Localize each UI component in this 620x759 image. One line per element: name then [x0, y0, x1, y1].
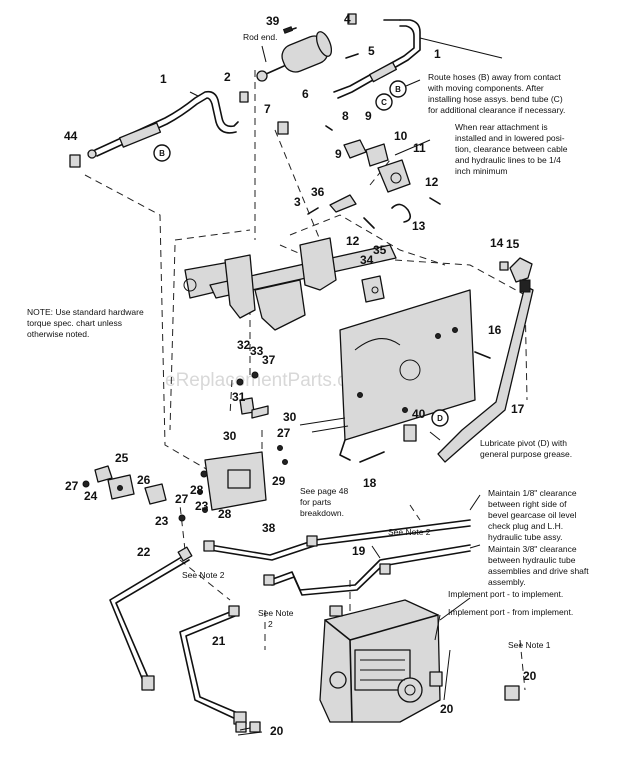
part-number: 27	[277, 426, 291, 440]
part-number: 12	[346, 234, 360, 248]
part-number: 15	[506, 237, 520, 251]
note-see-note-2-c: See Note 2	[258, 608, 296, 629]
part-number: 31	[232, 390, 246, 404]
hydraulic-tube-38	[203, 519, 471, 561]
part-number: 20	[440, 702, 454, 716]
part-number: 1	[160, 72, 167, 86]
part-number: 34	[360, 253, 374, 267]
leader-lines	[189, 37, 503, 736]
part-number: 33	[250, 344, 264, 358]
note-hardware-torque: NOTE: Use standard hardware torque spec.…	[27, 307, 146, 339]
watermark: eReplacementParts.com	[165, 370, 373, 391]
control-valve	[178, 371, 288, 522]
part-number: 3	[294, 195, 301, 209]
part-number: 14	[490, 236, 504, 250]
part-number: 11	[413, 141, 426, 155]
part-number: 13	[412, 219, 426, 233]
part-number: 12	[425, 175, 439, 189]
callout-c: C	[375, 93, 393, 111]
fitting-cluster-left	[82, 465, 167, 505]
note-see-note-1: See Note 1	[508, 640, 551, 650]
note-see-page: See page 48 for parts breakdown.	[300, 486, 351, 518]
part-number: 29	[272, 474, 286, 488]
note-port-to-implement: Implement port - to implement.	[448, 589, 563, 599]
note-port-from-implement: Implement port - from implement.	[448, 607, 573, 617]
callout-d-label: D	[437, 414, 443, 423]
hydraulic-cylinder	[256, 27, 333, 82]
part-number: 28	[190, 483, 204, 497]
part-number: 25	[115, 451, 129, 465]
part-number: 27	[65, 479, 79, 493]
part-number: 20	[270, 724, 284, 738]
part-number: 16	[488, 323, 502, 337]
part-number: 23	[155, 514, 169, 528]
callout-b-left-label: B	[159, 149, 165, 158]
part-number: 20	[523, 669, 537, 683]
hydrostatic-transmission	[235, 599, 520, 733]
part-number: 35	[373, 243, 387, 257]
part-number: 17	[511, 402, 525, 416]
part-number: 36	[311, 185, 325, 199]
note-lubricate-pivot: Lubricate pivot (D) with general purpose…	[480, 438, 572, 459]
part-number: 27	[175, 492, 189, 506]
note-clearance-2: Maintain 3/8" clearance between hydrauli…	[488, 544, 591, 587]
part-number: 9	[365, 109, 372, 123]
part-number: 9	[335, 147, 342, 161]
part-number: 6	[302, 87, 309, 101]
part-number: 4	[344, 12, 351, 26]
hydraulic-tube-22	[109, 546, 193, 691]
part-number: 7	[264, 102, 271, 116]
lift-shaft-assembly	[183, 237, 397, 331]
note-see-note-2-a: See Note 2	[388, 527, 431, 537]
part-number: 2	[224, 70, 231, 84]
callout-b-left: B	[153, 144, 171, 162]
part-number: 44	[64, 129, 78, 143]
note-see-note-2-b: See Note 2	[182, 570, 225, 580]
callout-d: D	[431, 409, 449, 427]
part-number: 30	[223, 429, 237, 443]
part-number: 22	[137, 545, 151, 559]
part-number: 38	[262, 521, 276, 535]
notes: Rod end. Route hoses (B) away from conta…	[27, 32, 591, 650]
callout-b-right-label: B	[395, 85, 401, 94]
note-rear-attachment: When rear attachment is installed and in…	[455, 122, 570, 176]
part-number: 37	[262, 353, 276, 367]
callout-c-label: C	[381, 98, 387, 107]
part-number: 1	[434, 47, 441, 61]
note-rod-end: Rod end.	[243, 32, 278, 42]
part-number: 23	[195, 499, 209, 513]
part-number: 8	[342, 109, 349, 123]
part-number: 21	[212, 634, 226, 648]
part-number: 40	[412, 407, 426, 421]
part-number: 5	[368, 44, 375, 58]
part-number: 39	[266, 14, 280, 28]
part-number: 19	[352, 544, 366, 558]
hydraulic-hose-right	[333, 19, 421, 99]
part-number: 26	[137, 473, 151, 487]
small-hardware-top	[69, 13, 533, 283]
note-route-hoses: Route hoses (B) away from contact with m…	[427, 72, 565, 115]
lift-handle	[437, 279, 534, 463]
part-number: 18	[363, 476, 377, 490]
part-number: 24	[84, 489, 98, 503]
frame-plate	[299, 289, 476, 463]
part-number: 30	[283, 410, 297, 424]
part-numbers: 39 4 5 1 1 2 6 44 7 8 9 9 10 11 12 12 3 …	[64, 12, 537, 738]
callout-b-right: B	[389, 80, 407, 98]
note-clearance-1: Maintain 1/8" clearance between right si…	[488, 488, 579, 542]
part-number: 28	[218, 507, 232, 521]
part-number: 32	[237, 338, 251, 352]
hydraulic-hose-left	[87, 90, 239, 159]
part-number: 10	[394, 129, 408, 143]
hydraulic-tube-19	[263, 544, 471, 596]
hydraulic-tube-21	[179, 605, 247, 725]
